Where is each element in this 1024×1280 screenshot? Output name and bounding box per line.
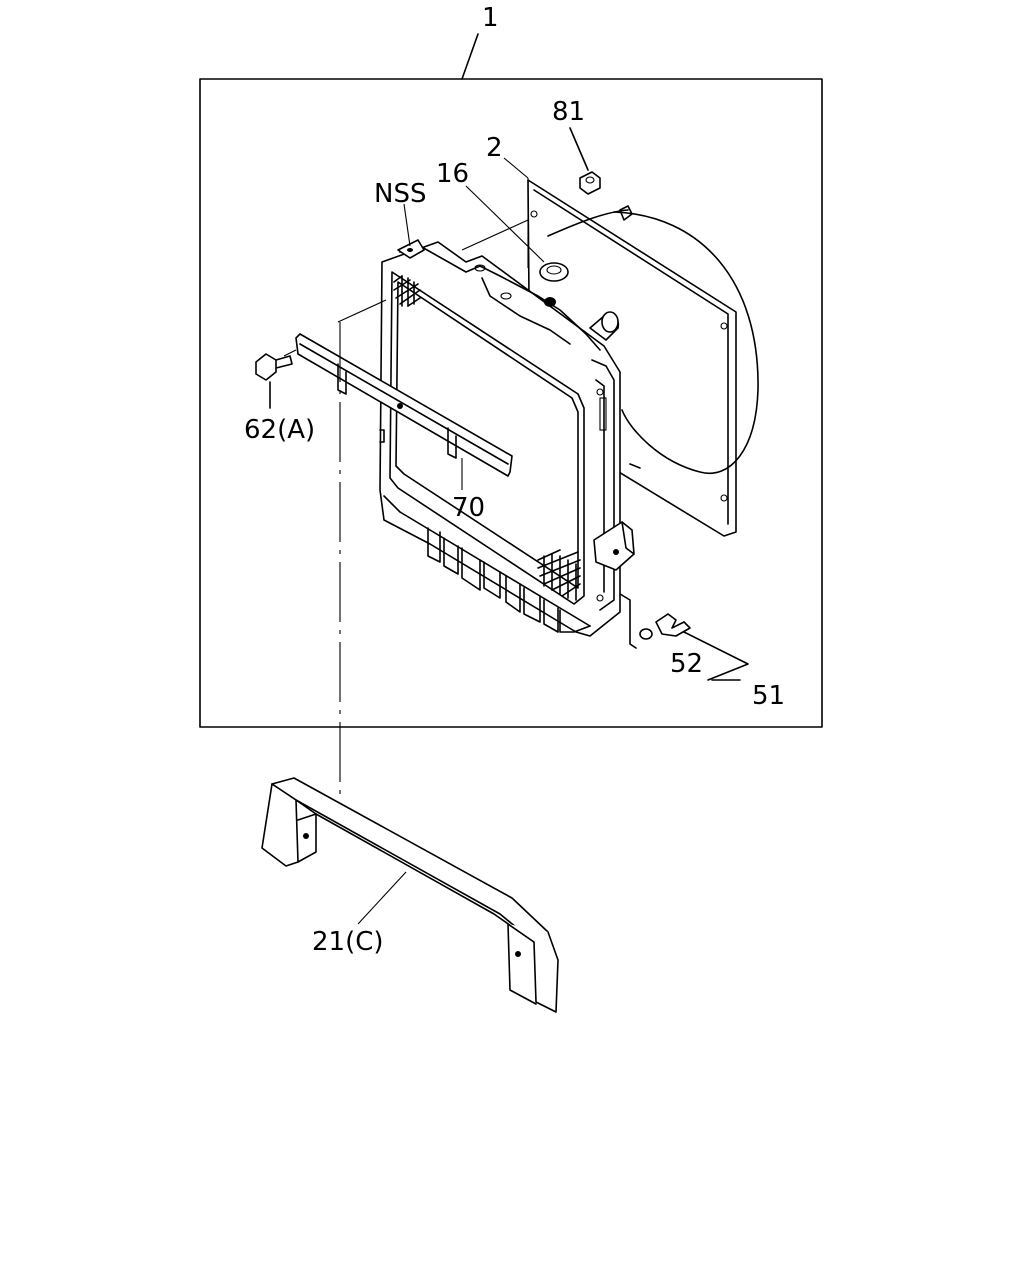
callout-stay: 70 — [452, 493, 485, 523]
radiator — [379, 239, 635, 637]
callout-shroud-gasket: 2 — [486, 133, 503, 163]
bolt-62a — [255, 353, 293, 409]
radiator-stay — [295, 333, 513, 477]
callout-assembly: 1 — [482, 3, 499, 33]
callout-drain-washer: 52 — [670, 649, 703, 679]
leader-lines — [357, 157, 545, 925]
callout-drain-cock: 51 — [752, 681, 785, 711]
callout-nut: 81 — [552, 97, 585, 127]
alignment-lines — [283, 299, 387, 800]
callout-bracket: 21(C) — [312, 927, 384, 957]
callout-bolt: 62(A) — [244, 415, 315, 445]
nut-81 — [569, 127, 601, 195]
drain-cock — [619, 593, 749, 681]
callout-nss: NSS — [374, 179, 426, 209]
support-bracket-21c — [261, 777, 559, 1013]
assembly-frame — [199, 33, 823, 728]
callout-cap: 16 — [436, 159, 469, 189]
callouts: 1 81 2 16 NSS 62(A) 70 52 51 21(C) — [244, 3, 785, 957]
